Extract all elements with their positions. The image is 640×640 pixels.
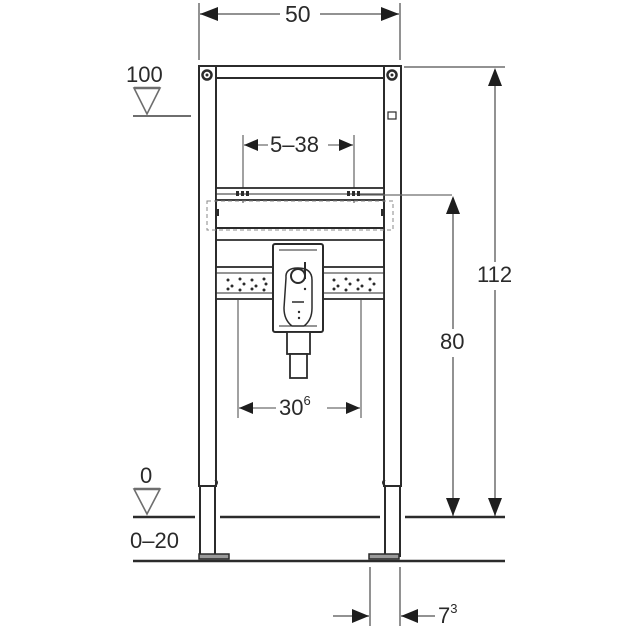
drain-pipe <box>286 331 311 379</box>
dim-label-height-connection: 80 <box>438 329 467 354</box>
arrow-left-icon <box>239 402 253 414</box>
level-label-top: 100 <box>126 62 163 87</box>
dim-label-foot-width: 73 <box>436 602 459 628</box>
washbasin-outline <box>206 200 394 231</box>
rail-end-clips <box>216 209 384 216</box>
level-marker-top <box>132 86 191 117</box>
arrow-up-icon <box>446 196 460 214</box>
frame-right-post <box>383 65 402 487</box>
perforation-holes <box>226 277 376 292</box>
level-label-floor: 0 <box>140 463 153 488</box>
level-label-adjust-range: 0–20 <box>130 528 179 553</box>
arrow-down-icon <box>446 498 460 516</box>
arrow-left-icon <box>401 609 418 623</box>
arrow-right-icon <box>352 609 369 623</box>
bracket-rail <box>215 187 385 201</box>
arrow-up-icon <box>488 68 502 86</box>
dim-label-pipe-spacing-base: 30 <box>279 395 304 420</box>
dim-label-foot-width-base: 7 <box>438 603 451 628</box>
arrow-right-icon <box>339 139 353 151</box>
arrow-right-icon <box>346 402 360 414</box>
level-marker-floor <box>132 487 162 516</box>
dim-pipe-spacing <box>237 300 362 418</box>
dim-label-height-overall: 112 <box>475 262 515 287</box>
dim-label-pipe-spacing-sup: 6 <box>303 393 311 408</box>
right-foot <box>368 479 401 560</box>
dim-label-pipe-spacing: 306 <box>277 394 313 420</box>
frame-top-rail <box>198 65 402 79</box>
frame-left-post <box>198 65 217 487</box>
bracket-clamps <box>236 191 360 196</box>
drain-dots <box>297 287 307 320</box>
dim-label-frame-width: 50 <box>283 1 313 27</box>
dim-frame-width-arrows <box>200 7 399 21</box>
arrow-left-icon <box>244 139 258 151</box>
left-foot <box>198 479 230 560</box>
dim-label-bracket-spacing: 5–38 <box>268 132 321 157</box>
dim-label-foot-width-sup: 3 <box>450 601 458 616</box>
dim-frame-width <box>198 3 401 60</box>
arrow-down-icon <box>488 498 502 516</box>
dim-foot-width <box>333 567 435 626</box>
drain-body <box>283 262 313 327</box>
